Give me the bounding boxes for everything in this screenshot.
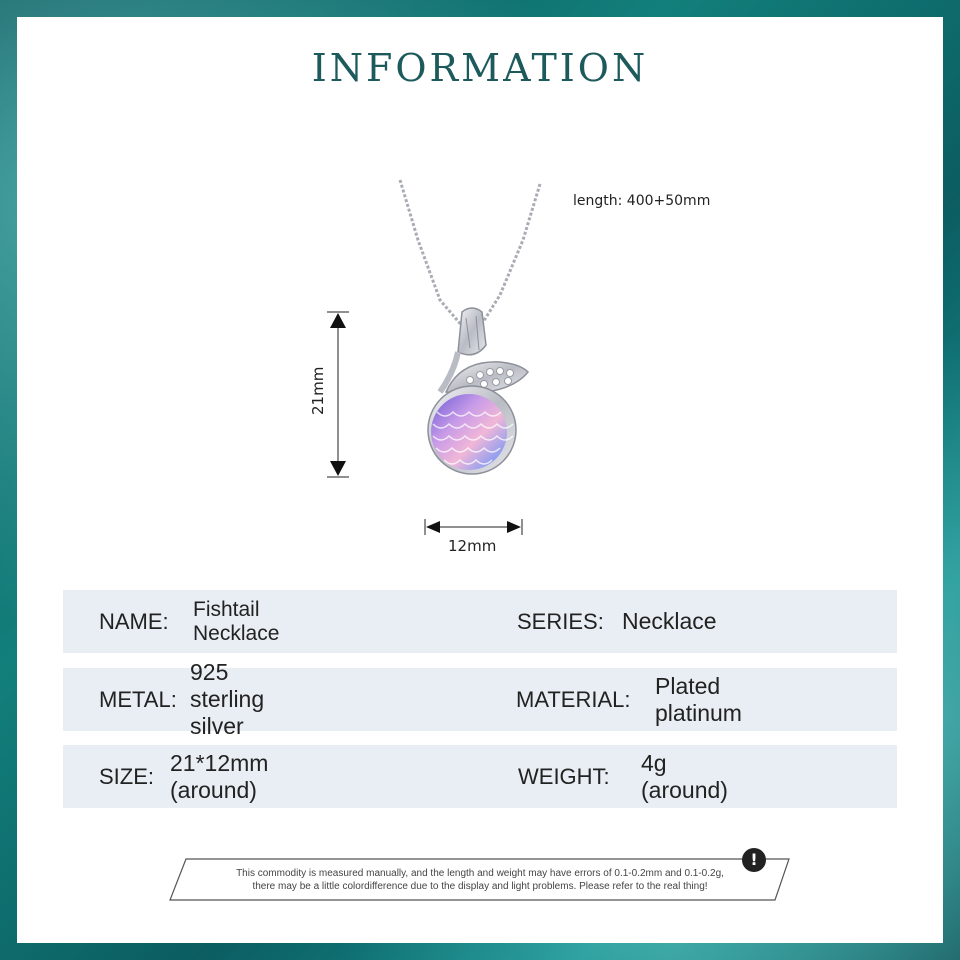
spec-size-label: SIZE: <box>99 763 155 789</box>
spec-weight-value: 4g (around) <box>641 749 728 803</box>
height-dimension <box>327 311 349 478</box>
disclaimer-line-2: there may be a little colordifference du… <box>252 881 708 892</box>
spec-metal-value: 925 sterling silver <box>190 659 265 739</box>
disclaimer-frame <box>169 858 790 901</box>
page-title: INFORMATION <box>311 46 649 90</box>
spec-series-value: Necklace <box>622 608 717 634</box>
spec-row-name-series: NAME: Fishtail Necklace SERIES: Necklace <box>63 590 897 653</box>
spec-name-label: NAME: <box>99 608 169 634</box>
disclaimer: This commodity is measured manually, and… <box>170 858 790 901</box>
spec-series-label: SERIES: <box>517 608 604 634</box>
spec-row-metal-material: METAL: 925 sterling silver MATERIAL: Pla… <box>63 659 897 739</box>
width-dimension <box>424 519 523 535</box>
height-label: 21mm <box>309 366 327 415</box>
spec-material-label: MATERIAL: <box>516 686 631 712</box>
width-label: 12mm <box>448 537 497 555</box>
pendant-bail <box>457 307 487 356</box>
chain-length-label: length: 400+50mm <box>573 193 711 209</box>
spec-weight-label: WEIGHT: <box>518 763 610 789</box>
spec-metal-label: METAL: <box>99 686 177 712</box>
pendant-fin <box>444 361 530 394</box>
pendant-disc <box>427 385 517 475</box>
spec-name-value: Fishtail Necklace <box>193 597 280 645</box>
disclaimer-text: This commodity is measured manually, and… <box>170 867 790 893</box>
disclaimer-line-1: This commodity is measured manually, and… <box>236 868 724 879</box>
chain <box>398 179 542 328</box>
spec-size-value: 21*12mm (around) <box>170 749 269 803</box>
spec-row-size-weight: SIZE: 21*12mm (around) WEIGHT: 4g (aroun… <box>63 745 897 808</box>
spec-material-value: Plated platinum <box>655 672 742 726</box>
exclamation-icon: ! <box>742 848 766 872</box>
pendant-stem <box>437 351 461 394</box>
